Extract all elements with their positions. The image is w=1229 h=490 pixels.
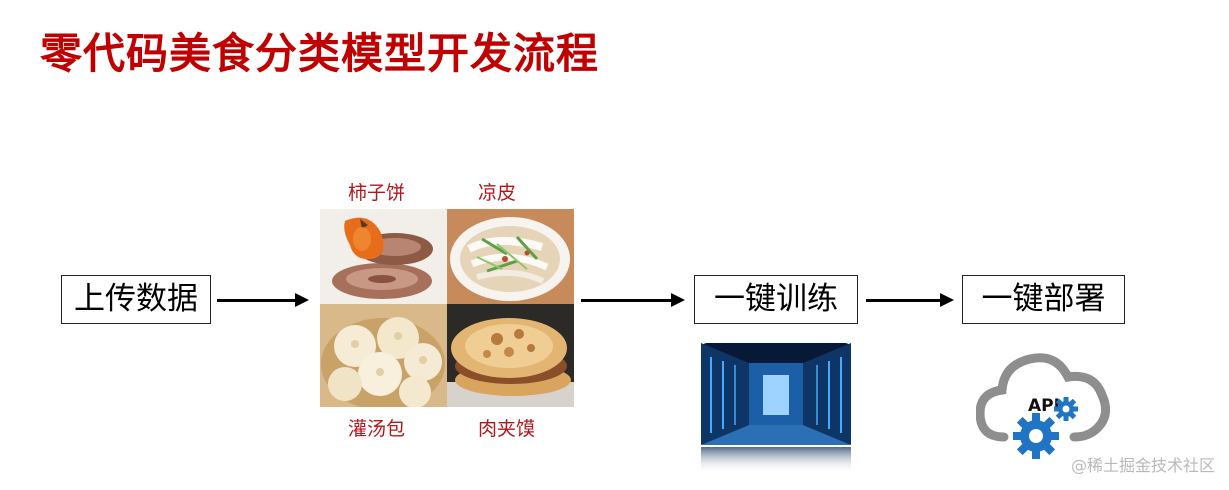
arrow-upload-to-dataset (217, 293, 309, 307)
step-deploy-box: 一键部署 (962, 275, 1125, 324)
liangpi-image (447, 209, 574, 304)
cloud-api-gear-icon: API (976, 343, 1112, 465)
step-upload-box: 上传数据 (61, 275, 211, 324)
food-label-liangpi: 凉皮 (478, 182, 517, 204)
soup-dumpling-image (320, 304, 447, 407)
server-room-icon (701, 343, 851, 473)
food-label-soup-dumpling: 灌汤包 (348, 418, 406, 440)
arrow-dataset-to-train (581, 293, 685, 307)
roujiamo-image (447, 304, 574, 407)
persimmon-cake-image (320, 209, 447, 304)
svg-text:API: API (1028, 396, 1060, 416)
food-label-persimmon-cake: 柿子饼 (348, 182, 406, 204)
page-title: 零代码美食分类模型开发流程 (40, 29, 600, 78)
arrow-train-to-deploy (866, 293, 954, 307)
food-label-roujiamo: 肉夹馍 (478, 418, 536, 440)
step-train-box: 一键训练 (694, 275, 858, 324)
watermark: @稀土掘金技术社区 (1070, 456, 1215, 475)
